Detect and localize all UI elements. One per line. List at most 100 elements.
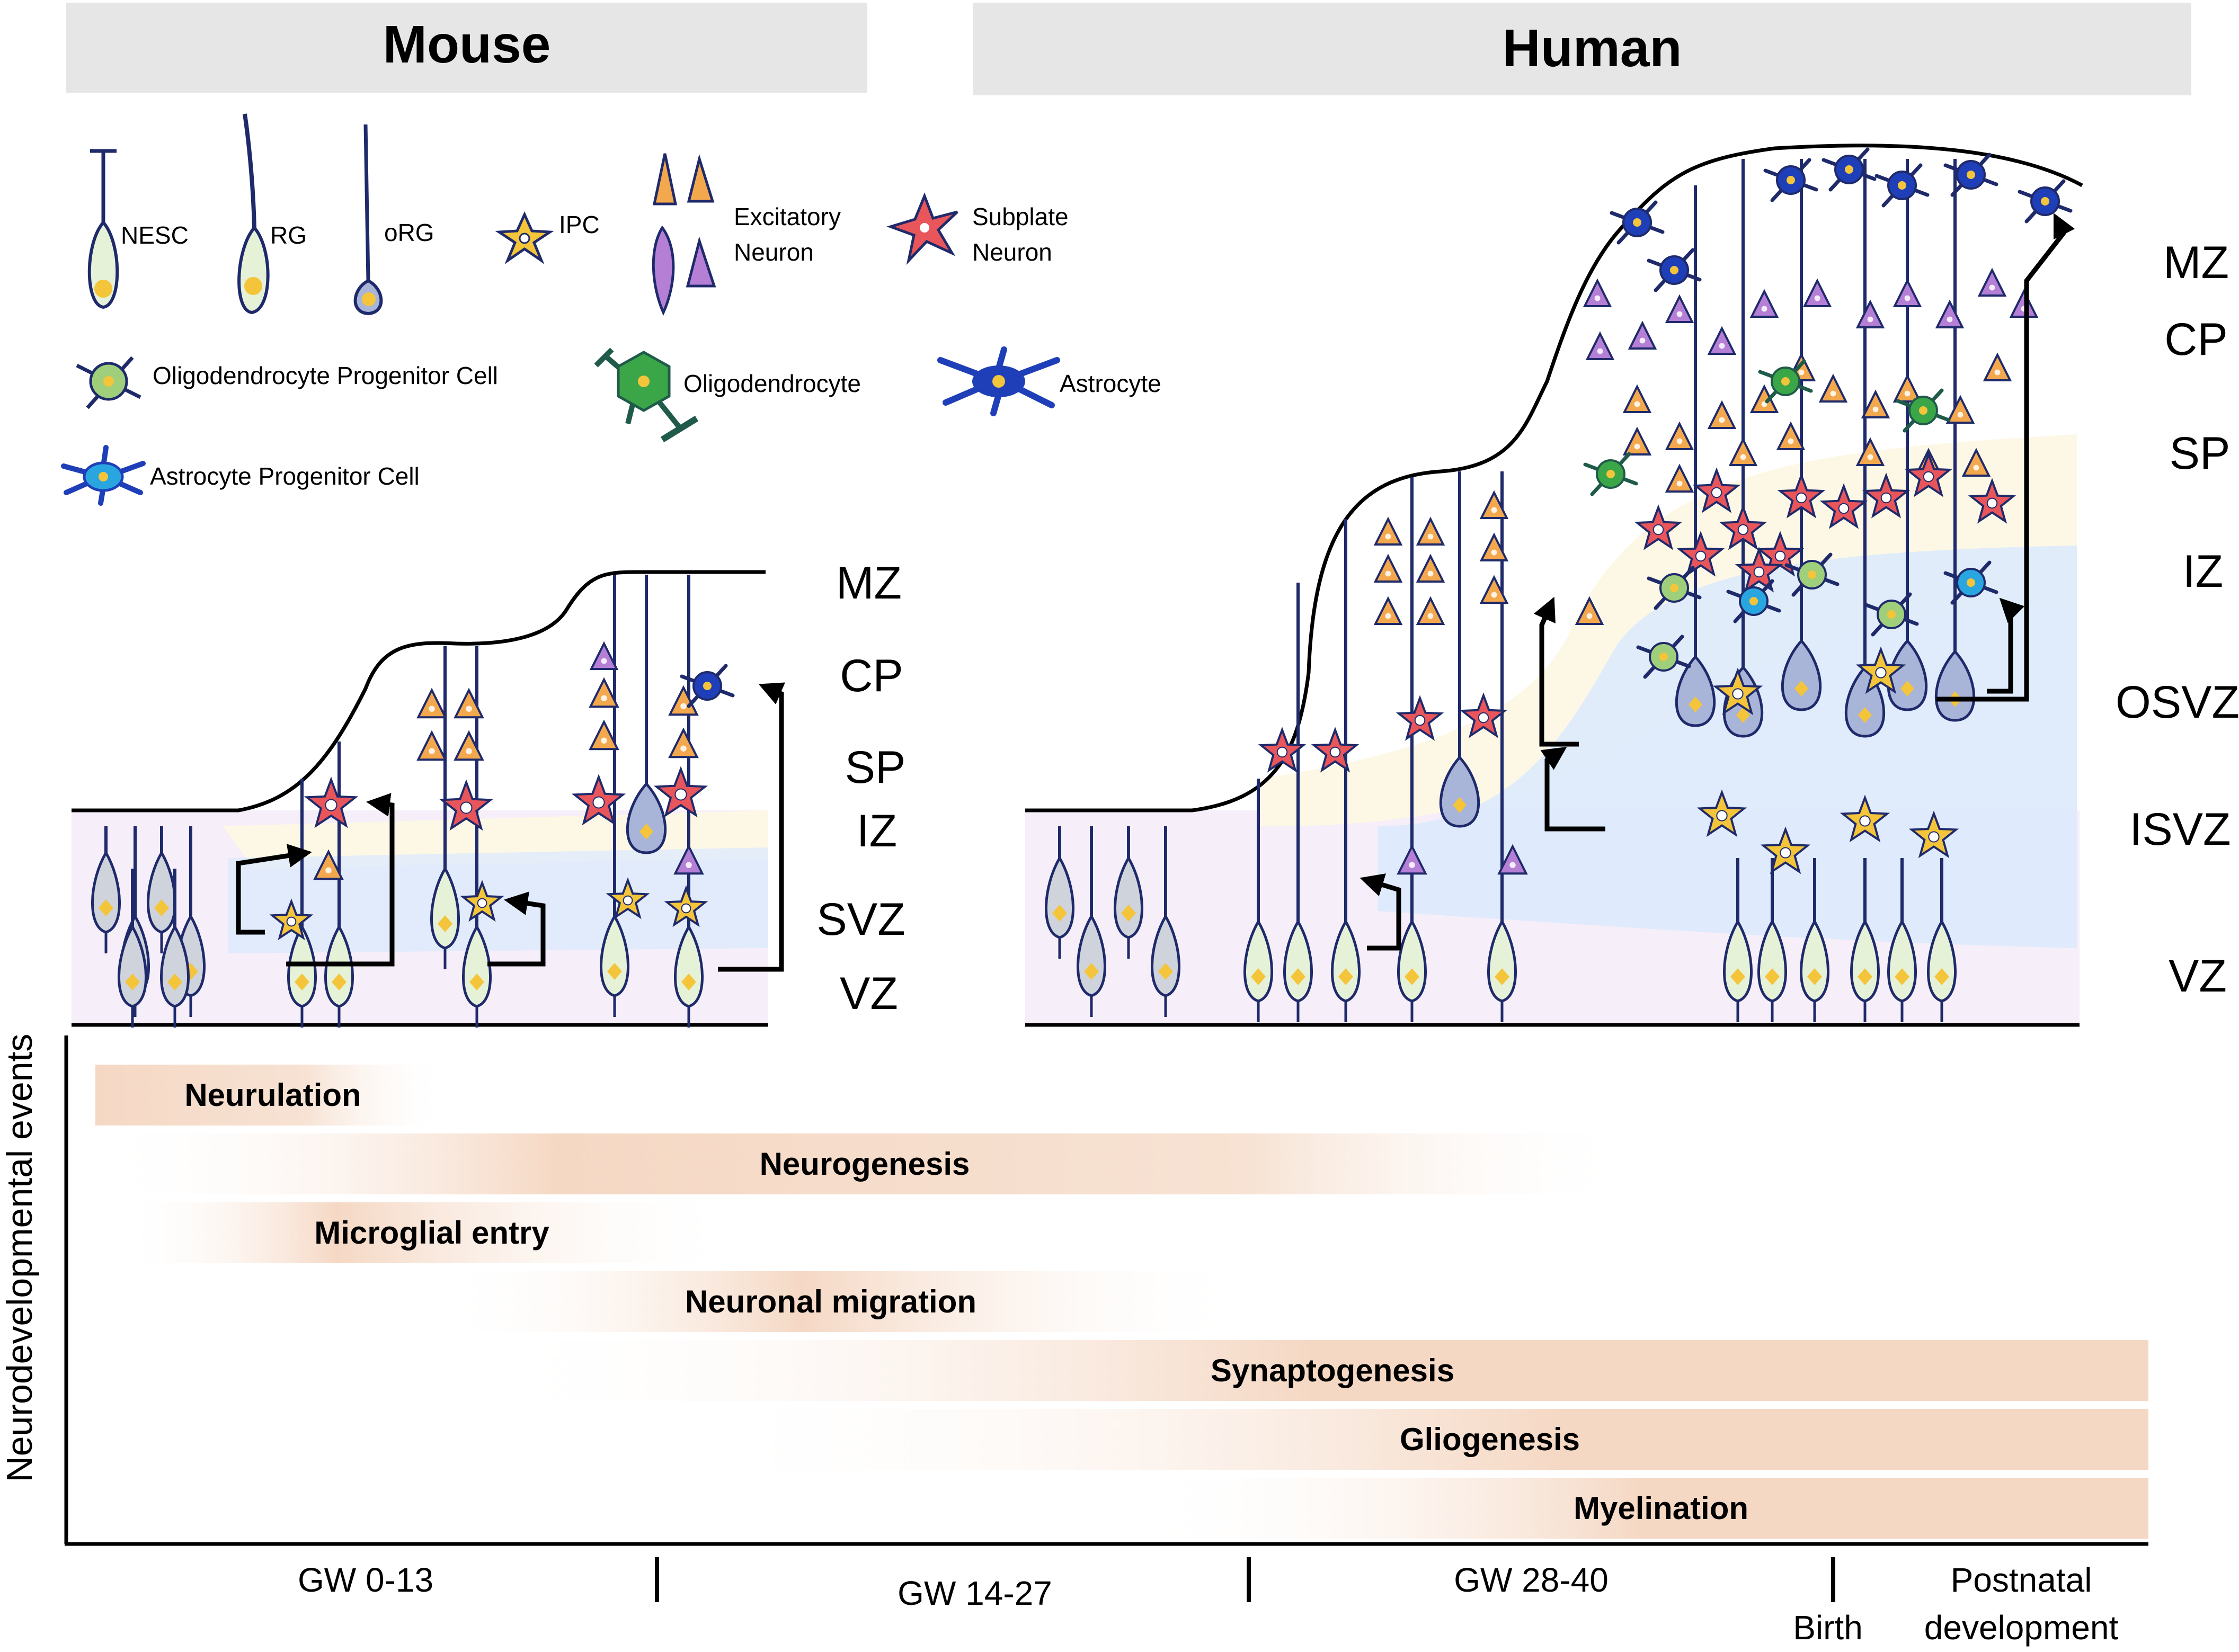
oligodendrocyte-icon [594, 347, 699, 443]
subplate-neuron [1459, 692, 1508, 738]
radial-glia-cell [1045, 826, 1074, 959]
radial-glia-cell [1850, 858, 1880, 1022]
radial-glia-cell [160, 869, 190, 1028]
intermediate-progenitor-cell [1908, 810, 1959, 859]
mouse-zone-labels: MZ CP SP IZ SVZ VZ [816, 558, 905, 1019]
radial-glia-cell [324, 742, 354, 1028]
radial-glia-cell [1077, 826, 1106, 1017]
excitatory-neuron [1977, 267, 2007, 297]
legend-excitatory-2: Neuron [734, 238, 814, 266]
human-title: Human [1503, 19, 1682, 78]
mouse-zone-mz: MZ [836, 558, 902, 609]
excitatory-neuron [1776, 421, 1806, 450]
intermediate-progenitor-cell [1760, 826, 1811, 874]
intermediate-progenitor-cell [1855, 646, 1906, 694]
postnatal-label-2: development [1924, 1609, 2119, 1647]
intermediate-progenitor-cell [664, 885, 708, 927]
human-zone-isvz: ISVZ [2129, 804, 2231, 855]
postnatal-label-1: Postnatal [1951, 1561, 2092, 1599]
event-timeline: Neurodevelopmental events Neurulation Ne… [0, 1034, 2148, 1647]
astrocyte [1763, 158, 1818, 202]
radial-glia-cell [1887, 858, 1917, 1022]
excitatory-neuron [1373, 553, 1403, 583]
excitatory-neuron [668, 685, 699, 716]
radial-glia-cell [147, 826, 176, 953]
human-zone-osvz: OSVZ [2116, 677, 2239, 728]
radial-glia-cell [1757, 858, 1787, 1022]
oligodendrocyte-progenitor-cell [1636, 635, 1691, 679]
astrocyte [1874, 163, 1930, 208]
subplate-neuron [1676, 531, 1725, 577]
excitatory-neuron [416, 687, 447, 719]
outer-radial-glia-cell [1439, 471, 1480, 828]
excitatory-neuron [1479, 490, 1509, 519]
apc-icon [61, 445, 146, 506]
oligodendrocyte [1758, 359, 1813, 404]
subplate-neuron [1258, 727, 1307, 773]
mouse-cortex: MZ CP SP IZ SVZ VZ [72, 558, 905, 1028]
event-microglial-entry: Microglial entry [314, 1215, 549, 1251]
event-myelination: Myelination [1574, 1490, 1748, 1526]
mouse-title: Mouse [383, 15, 551, 74]
nesc-icon [87, 149, 119, 309]
radial-glia-cell [118, 869, 147, 1028]
excitatory-neuron [313, 849, 344, 880]
excitatory-neuron [454, 687, 484, 719]
radial-glia-cell [430, 646, 460, 969]
subplate-neuron [1692, 467, 1741, 513]
excitatory-neuron [1585, 331, 1615, 360]
event-neuronal-migration: Neuronal migration [685, 1284, 976, 1319]
subplate-neuron [571, 774, 626, 826]
legend-org: oRG [384, 219, 434, 246]
oligodendrocyte-progenitor-cell [1647, 566, 1702, 610]
astrocyte-progenitor-cell [1943, 560, 1998, 605]
mouse-zone-svz: SVZ [816, 894, 905, 945]
excitatory-neuron [1855, 437, 1885, 466]
radial-glia-cell [1331, 519, 1361, 1022]
excitatory-neuron [1575, 596, 1604, 625]
bar-gliogenesis [689, 1409, 2148, 1470]
outer-radial-glia-cell [626, 575, 667, 854]
human-zone-labels: MZ CP SP IZ OSVZ ISVZ VZ [2116, 237, 2239, 1002]
birth-label: Birth [1793, 1609, 1863, 1647]
oligodendrocyte [1896, 388, 1951, 433]
timeline-ylabel: Neurodevelopmental events [0, 1034, 40, 1483]
excitatory-neuron [668, 727, 699, 758]
subplate-neuron [1904, 451, 1953, 497]
event-neurulation: Neurulation [184, 1077, 361, 1113]
subplate-neuron [1719, 504, 1767, 550]
mouse-zone-cp: CP [840, 650, 903, 701]
bar-microglial-entry [122, 1202, 736, 1263]
intermediate-progenitor-cell [460, 880, 504, 922]
excitatory-neuron [1983, 352, 2012, 381]
radial-glia-cell [1283, 583, 1313, 1022]
astrocyte [680, 664, 735, 708]
bar-neurogenesis [95, 1133, 1632, 1194]
legend-nesc: NESC [121, 221, 189, 249]
bar-synaptogenesis [477, 1340, 2148, 1401]
excitatory-neuron [1818, 373, 1848, 403]
astrocyte [1822, 147, 1877, 192]
legend-astro: Astrocyte [1060, 370, 1161, 397]
intermediate-progenitor-cell [606, 877, 650, 919]
bar-neuronal-migration [440, 1271, 1245, 1332]
intermediate-progenitor-cell [1696, 789, 1747, 837]
subplate-neuron [653, 766, 708, 818]
subplate-neuron [439, 779, 494, 831]
subplate-neuron [1634, 504, 1683, 550]
astrocyte [1943, 153, 1998, 197]
excitatory-neuron [1628, 320, 1657, 350]
excitatory-neuron [673, 844, 704, 875]
oligodendrocyte-progenitor-cell [1864, 592, 1919, 637]
human-header: Human [973, 3, 2191, 95]
event-neurogenesis: Neurogenesis [760, 1146, 970, 1182]
excitatory-neuron [1935, 299, 1965, 328]
excitatory-neuron [1479, 532, 1509, 561]
subplate-neuron [1862, 472, 1911, 519]
human-cortex: MZ CP SP IZ OSVZ ISVZ VZ [1025, 144, 2239, 1027]
human-cortex-outline [1025, 144, 2083, 812]
excitatory-neuron [589, 677, 619, 708]
excitatory-neuron [1373, 596, 1403, 625]
event-synaptogenesis: Synaptogenesis [1211, 1353, 1454, 1388]
radial-glia-cell [91, 826, 121, 953]
